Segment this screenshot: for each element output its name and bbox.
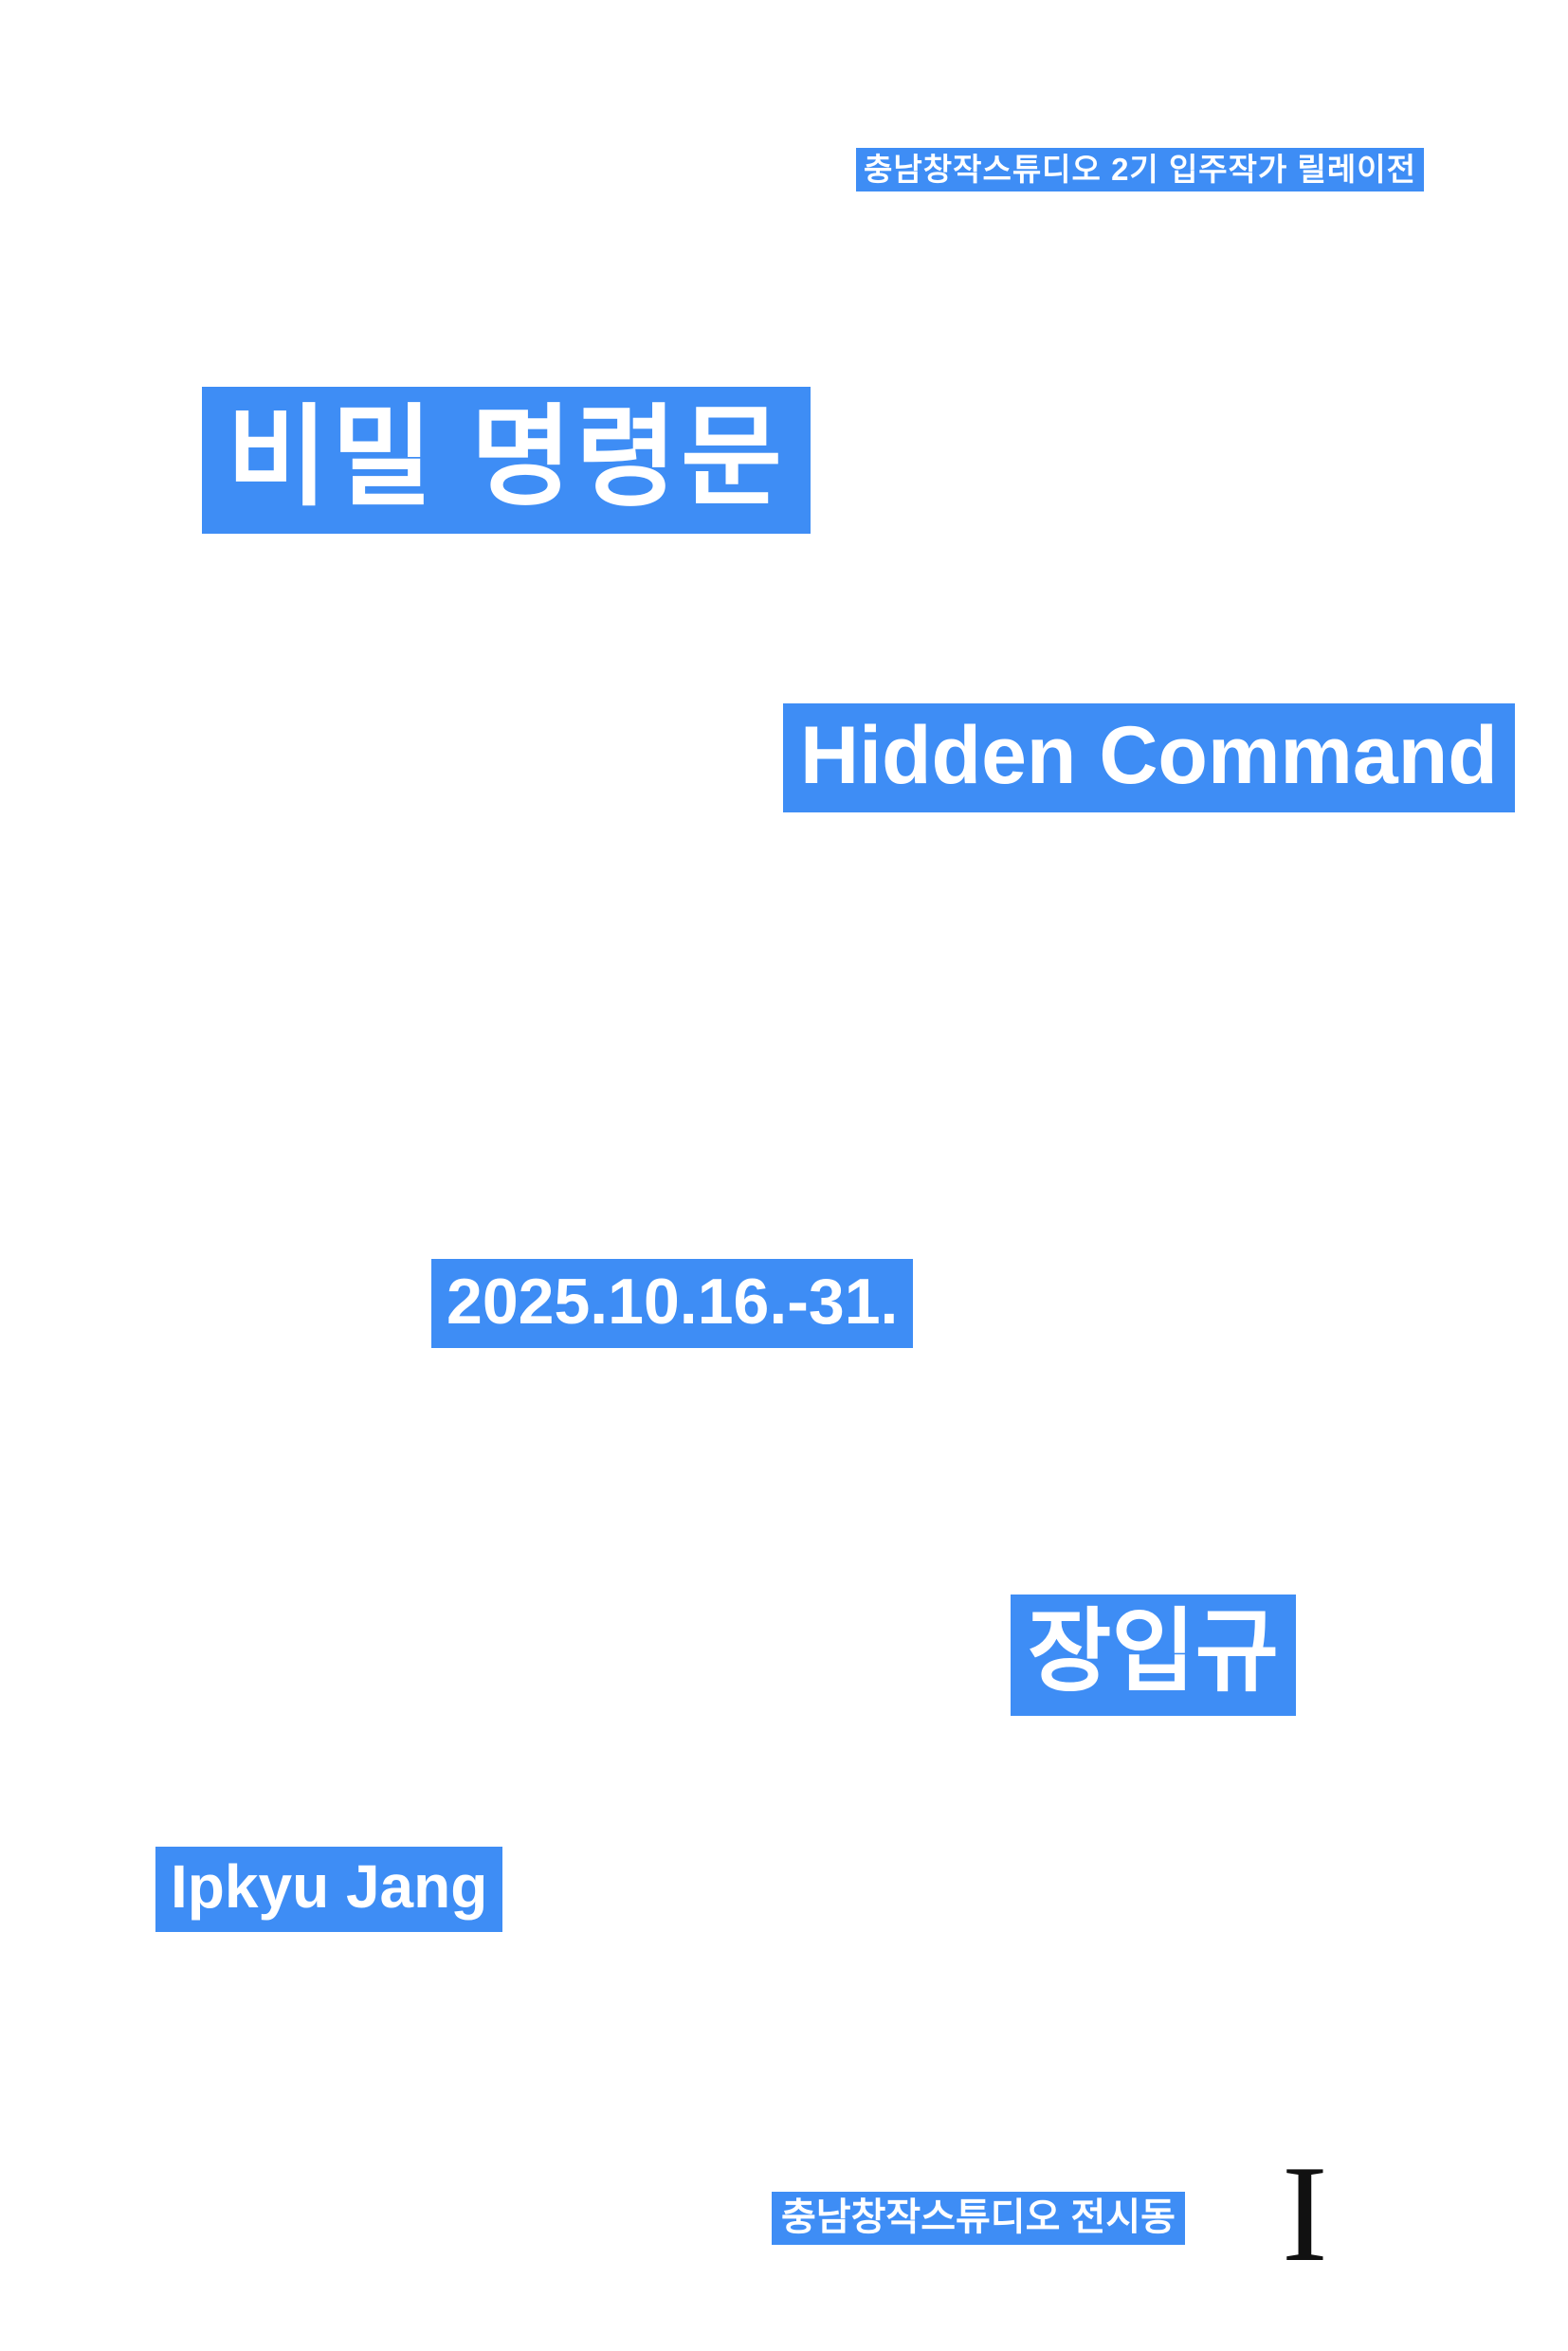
artist-name-english: Ipkyu Jang: [155, 1847, 503, 1932]
exhibition-venue: 충남창작스튜디오 전시동: [772, 2192, 1185, 2245]
artist-name-korean: 장입규: [1011, 1595, 1296, 1717]
poster-title-korean: 비밀 명령문: [202, 387, 811, 535]
poster-title-english: Hidden Command: [783, 703, 1515, 812]
exhibition-dates: 2025.10.16.-31.: [431, 1259, 914, 1349]
text-cursor-icon: I: [1282, 2137, 1328, 2290]
exhibition-series-tag: 충남창작스튜디오 2기 입주작가 릴레이전: [856, 148, 1424, 191]
